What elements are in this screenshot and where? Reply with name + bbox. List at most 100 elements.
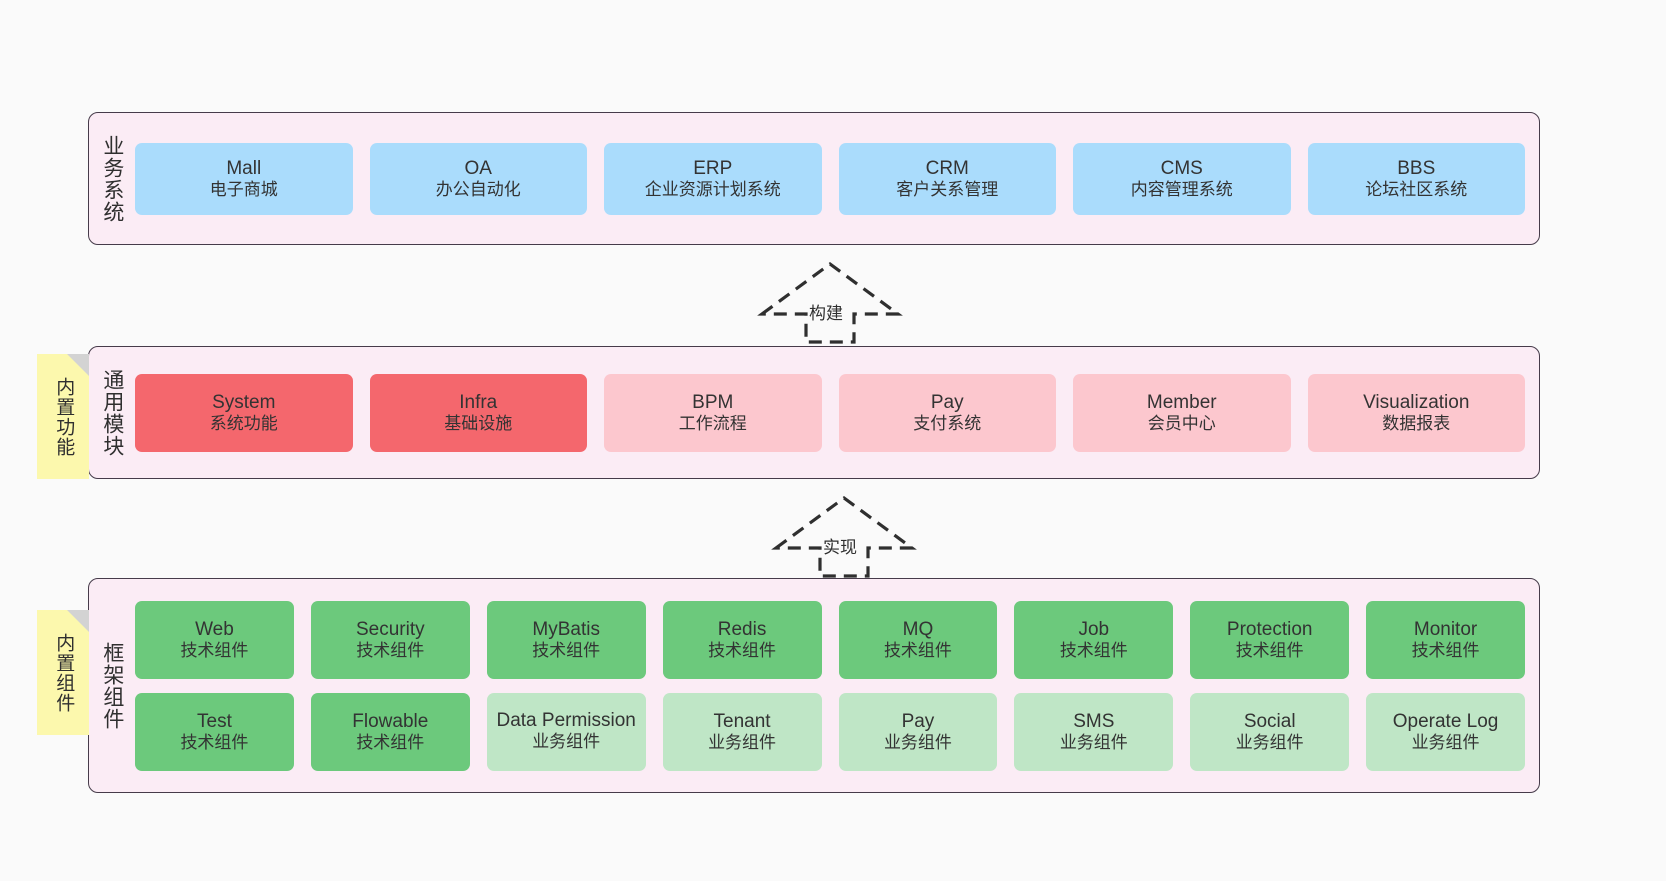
- card-web[interactable]: Web 技术组件: [135, 600, 294, 679]
- layer-common-module-title: 通用模块: [100, 368, 124, 457]
- card-job-desc: 技术组件: [1059, 640, 1128, 660]
- card-protection-name: Protection: [1226, 618, 1313, 640]
- card-operate-log-desc: 业务组件: [1411, 732, 1480, 752]
- card-sms-name: SMS: [1073, 710, 1115, 732]
- card-monitor-name: Monitor: [1413, 618, 1478, 640]
- card-redis-desc: 技术组件: [708, 640, 777, 660]
- card-oa[interactable]: OA 办公自动化: [369, 142, 587, 215]
- card-bbs-name: BBS: [1397, 157, 1436, 179]
- card-operate-log[interactable]: Operate Log 业务组件: [1366, 692, 1525, 771]
- card-data-permission-desc: 业务组件: [532, 732, 601, 752]
- card-system-name: System: [212, 391, 276, 413]
- layer-common-module-body: System 系统功能 Infra 基础设施 BPM 工作流程 Pay 支付系统…: [135, 347, 1539, 478]
- layer-business-system-body: Mall 电子商城 OA 办公自动化 ERP 企业资源计划系统 CRM 客户关系…: [135, 113, 1539, 244]
- card-test[interactable]: Test 技术组件: [135, 692, 294, 771]
- card-pay-module[interactable]: Pay 支付系统: [838, 373, 1056, 452]
- card-bbs[interactable]: BBS 论坛社区系统: [1307, 142, 1525, 215]
- card-visualization-desc: 数据报表: [1382, 413, 1451, 433]
- layer-common-module: 通用模块 System 系统功能 Infra 基础设施 BPM 工作流程 Pay…: [88, 346, 1540, 479]
- card-flowable[interactable]: Flowable 技术组件: [310, 692, 470, 771]
- card-mybatis-desc: 技术组件: [532, 640, 601, 660]
- layer-framework-component-title: 框架组件: [100, 641, 124, 730]
- layer-framework-component-body: Web 技术组件 Security 技术组件 MyBatis 技术组件 Redi…: [135, 579, 1539, 792]
- card-web-name: Web: [195, 618, 234, 640]
- card-test-desc: 技术组件: [180, 732, 249, 752]
- card-flowable-desc: 技术组件: [356, 732, 425, 752]
- card-crm-desc: 客户关系管理: [896, 179, 999, 199]
- card-sms[interactable]: SMS 业务组件: [1014, 692, 1174, 771]
- card-erp-name: ERP: [693, 157, 733, 179]
- card-mall-desc: 电子商城: [209, 179, 278, 199]
- card-member[interactable]: Member 会员中心: [1073, 373, 1291, 452]
- note-builtin-features: 内置功能: [37, 354, 89, 479]
- card-mq-name: MQ: [902, 618, 934, 640]
- card-system[interactable]: System 系统功能: [135, 373, 353, 452]
- card-mall[interactable]: Mall 电子商城: [135, 142, 353, 215]
- card-erp[interactable]: ERP 企业资源计划系统: [604, 142, 822, 215]
- card-infra[interactable]: Infra 基础设施: [369, 373, 587, 452]
- common-module-row: System 系统功能 Infra 基础设施 BPM 工作流程 Pay 支付系统…: [135, 373, 1525, 452]
- card-protection-desc: 技术组件: [1235, 640, 1304, 660]
- card-monitor-desc: 技术组件: [1411, 640, 1480, 660]
- card-infra-name: Infra: [459, 391, 498, 413]
- card-oa-name: OA: [464, 157, 492, 179]
- note-builtin-components: 内置组件: [37, 610, 89, 735]
- card-data-permission-name: Data Permission: [496, 709, 636, 731]
- card-erp-desc: 企业资源计划系统: [644, 179, 781, 199]
- card-social-name: Social: [1243, 710, 1296, 732]
- card-data-permission[interactable]: Data Permission 业务组件: [486, 692, 646, 771]
- card-mq[interactable]: MQ 技术组件: [838, 600, 998, 679]
- card-bpm-desc: 工作流程: [678, 413, 747, 433]
- arrow-build-label: 构建: [809, 304, 843, 323]
- card-visualization-name: Visualization: [1363, 391, 1470, 413]
- card-pay-component-name: Pay: [901, 710, 935, 732]
- card-visualization[interactable]: Visualization 数据报表: [1307, 373, 1525, 452]
- card-cms-name: CMS: [1160, 157, 1203, 179]
- card-member-desc: 会员中心: [1147, 413, 1216, 433]
- card-flowable-name: Flowable: [352, 710, 429, 732]
- card-tenant-name: Tenant: [713, 710, 771, 732]
- card-infra-desc: 基础设施: [444, 413, 513, 433]
- card-crm-name: CRM: [925, 157, 969, 179]
- card-tenant-desc: 业务组件: [708, 732, 777, 752]
- card-pay-module-desc: 支付系统: [913, 413, 982, 433]
- card-oa-desc: 办公自动化: [435, 179, 521, 199]
- card-test-name: Test: [197, 710, 232, 732]
- layer-business-system: 业务系统 Mall 电子商城 OA 办公自动化 ERP 企业资源计划系统 CRM…: [88, 112, 1540, 245]
- card-pay-module-name: Pay: [930, 391, 964, 413]
- card-pay-component[interactable]: Pay 业务组件: [838, 692, 998, 771]
- card-member-name: Member: [1146, 391, 1217, 413]
- card-web-desc: 技术组件: [180, 640, 249, 660]
- card-cms[interactable]: CMS 内容管理系统: [1073, 142, 1291, 215]
- card-tenant[interactable]: Tenant 业务组件: [662, 692, 822, 771]
- note-builtin-features-text: 内置功能: [53, 376, 75, 457]
- card-mybatis[interactable]: MyBatis 技术组件: [486, 600, 646, 679]
- card-redis-name: Redis: [717, 618, 767, 640]
- card-sms-desc: 业务组件: [1059, 732, 1128, 752]
- card-job-name: Job: [1078, 618, 1110, 640]
- card-crm[interactable]: CRM 客户关系管理: [838, 142, 1056, 215]
- layer-framework-component: 框架组件 Web 技术组件 Security 技术组件 MyBatis 技术组件…: [88, 578, 1540, 793]
- card-cms-desc: 内容管理系统: [1130, 179, 1233, 199]
- note-fold-corner-icon: [67, 610, 89, 632]
- card-security-name: Security: [355, 618, 425, 640]
- card-job[interactable]: Job 技术组件: [1014, 600, 1174, 679]
- business-system-row: Mall 电子商城 OA 办公自动化 ERP 企业资源计划系统 CRM 客户关系…: [135, 142, 1525, 215]
- card-mybatis-name: MyBatis: [532, 618, 600, 640]
- framework-tech-row: Web 技术组件 Security 技术组件 MyBatis 技术组件 Redi…: [135, 600, 1525, 679]
- card-monitor[interactable]: Monitor 技术组件: [1366, 600, 1525, 679]
- card-mall-name: Mall: [226, 157, 262, 179]
- card-redis[interactable]: Redis 技术组件: [662, 600, 822, 679]
- card-security[interactable]: Security 技术组件: [310, 600, 470, 679]
- card-protection[interactable]: Protection 技术组件: [1190, 600, 1350, 679]
- card-mq-desc: 技术组件: [883, 640, 952, 660]
- card-system-desc: 系统功能: [209, 413, 278, 433]
- card-bpm-name: BPM: [692, 391, 734, 413]
- card-bpm[interactable]: BPM 工作流程: [604, 373, 822, 452]
- framework-business-row: Test 技术组件 Flowable 技术组件 Data Permission …: [135, 692, 1525, 771]
- arrow-implement: 实现: [770, 492, 918, 582]
- card-social-desc: 业务组件: [1235, 732, 1304, 752]
- card-security-desc: 技术组件: [356, 640, 425, 660]
- card-social[interactable]: Social 业务组件: [1190, 692, 1350, 771]
